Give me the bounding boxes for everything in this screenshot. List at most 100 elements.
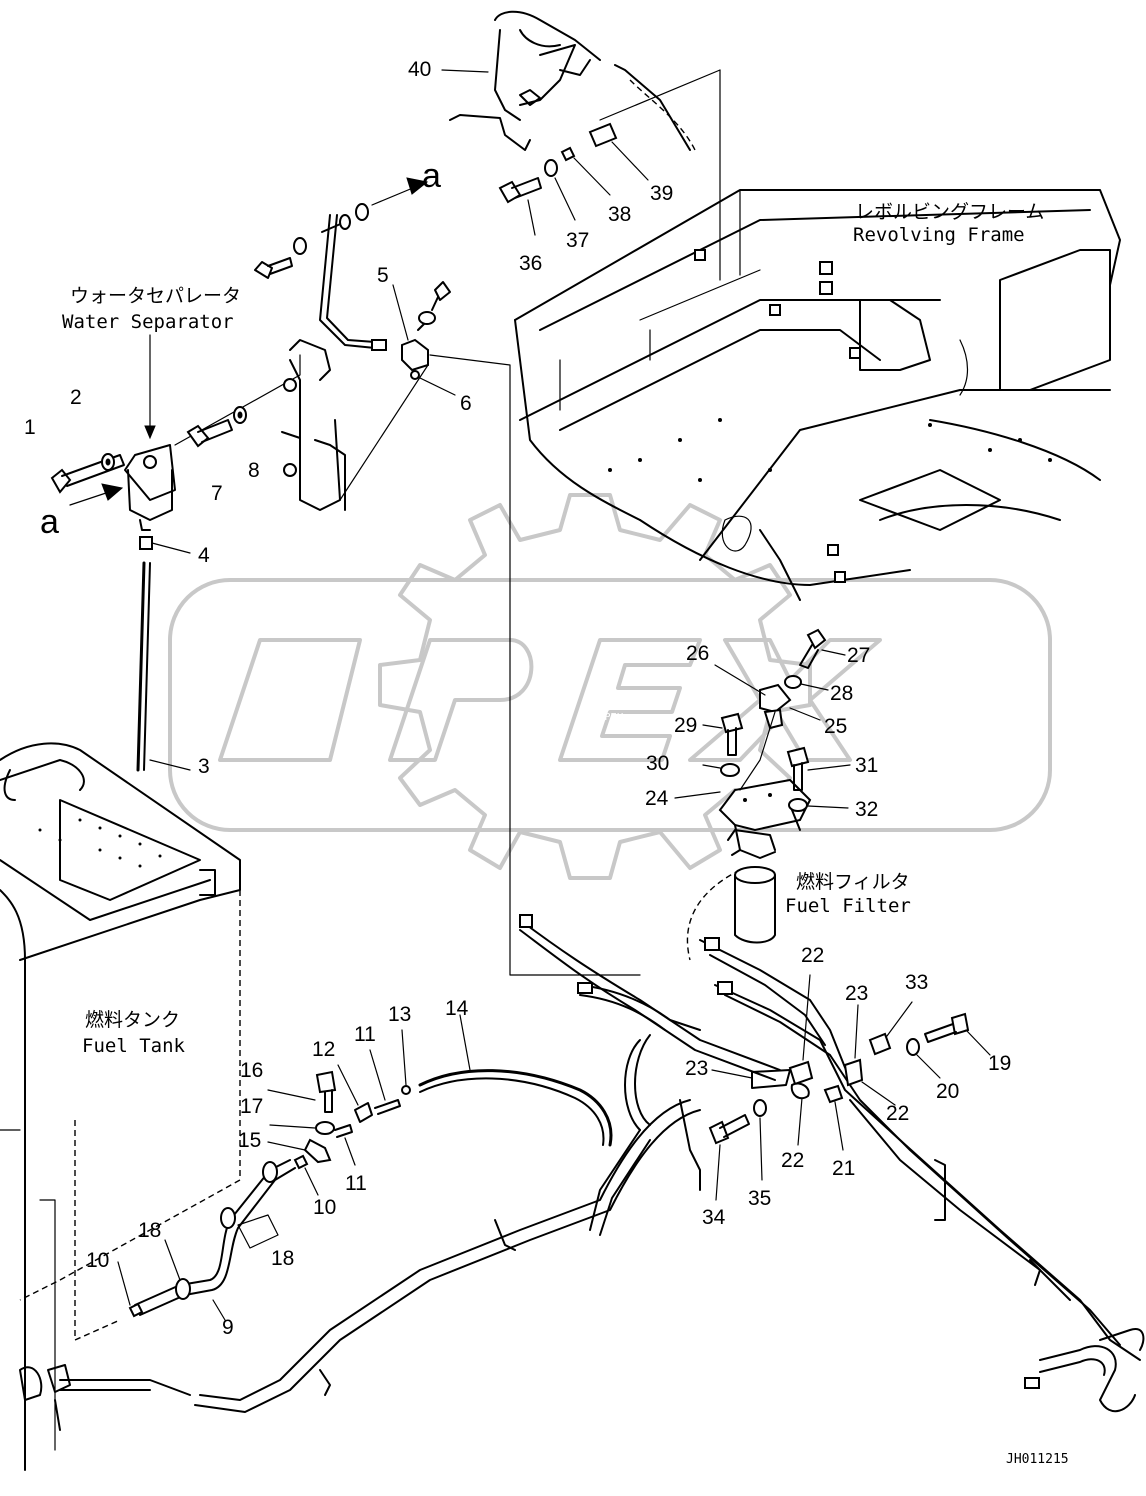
bolt-7: [186, 419, 233, 448]
spacer-33: [868, 1001, 913, 1056]
hose-14: [418, 1014, 613, 1147]
revolving-frame-label-en: Revolving Frame: [853, 224, 1025, 246]
callout-31: 31: [855, 754, 878, 777]
leader-connector: [429, 354, 641, 976]
washer-30: [702, 763, 740, 777]
washer-35: [753, 1099, 767, 1181]
watermark-text: OPEX: [596, 712, 623, 723]
callout-32: 32: [855, 798, 878, 821]
callout-18b: 18: [271, 1247, 294, 1270]
washer-20: [906, 1038, 941, 1079]
bolt-36: [498, 177, 542, 236]
fuel-filter-label-jp: 燃料フィルタ: [796, 871, 910, 893]
callout-12: 12: [312, 1038, 335, 1061]
washer-37: [544, 159, 576, 221]
spacer-38: [560, 146, 611, 196]
callout-25: 25: [824, 715, 847, 738]
watermark-logo: OPEX: [168, 493, 1052, 880]
pipe-39: [588, 122, 649, 181]
spacer-21: [823, 1084, 844, 1151]
callout-8: 8: [248, 459, 260, 482]
callout-30: 30: [646, 752, 669, 775]
callout-6: 6: [460, 392, 472, 415]
bolt-19: [924, 1012, 991, 1056]
callout-14: 14: [445, 997, 469, 1020]
water-separator-assembly: ウォータセパレータ Water Separator a: [40, 285, 346, 541]
bolt-34: [708, 1114, 750, 1201]
callout-38: 38: [608, 203, 631, 226]
fuel-filter: 燃料フィルタ Fuel Filter: [686, 829, 911, 961]
callout-23b: 23: [685, 1057, 708, 1080]
callout-23a: 23: [845, 982, 868, 1005]
callout-22a: 22: [801, 944, 824, 967]
nut-10: [117, 1154, 319, 1318]
callout-5: 5: [377, 264, 389, 287]
callout-11b: 11: [345, 1172, 367, 1195]
callout-39: 39: [650, 182, 673, 205]
bolt-29: [702, 712, 744, 756]
callout-7: 7: [211, 482, 223, 505]
fuel-hoses: [54, 914, 1145, 1431]
callout-4: 4: [198, 544, 210, 567]
bracket-25-26: [714, 664, 821, 791]
clamp-22-23: [711, 974, 896, 1146]
callout-1: 1: [24, 416, 36, 439]
callout-36: 36: [519, 252, 542, 275]
callout-19: 19: [988, 1052, 1011, 1075]
washer-8: [233, 406, 247, 424]
marker-a-top: a: [422, 157, 441, 195]
clip-12-11-13-15-16-17: [267, 1029, 411, 1166]
bolt-1: [50, 454, 125, 494]
callout-16: 16: [240, 1059, 263, 1082]
document-id: JH011215: [1006, 1452, 1069, 1467]
hose-3: [136, 561, 191, 772]
tube-upper: a: [254, 157, 441, 351]
fuel-tank-label-jp: 燃料タンク: [85, 1009, 180, 1031]
water-separator-label-jp: ウォータセパレータ: [70, 285, 241, 307]
callout-33: 33: [905, 971, 928, 994]
washer-32: [788, 798, 849, 812]
fuel-tank: 燃料タンク Fuel Tank: [0, 742, 241, 1471]
bracket-24: [674, 778, 812, 851]
revolving-frame: レボルビングフレーム Revolving Frame: [514, 189, 1121, 601]
washer-2: [101, 453, 115, 471]
callout-34: 34: [702, 1206, 726, 1229]
callout-10a: 10: [313, 1196, 336, 1219]
callout-26: 26: [686, 642, 709, 665]
pipe-9: [134, 1159, 296, 1321]
leader-bracket: [339, 364, 429, 501]
callout-29: 29: [674, 714, 697, 737]
callout-40: 40: [408, 58, 431, 81]
callout-22c: 22: [781, 1149, 804, 1172]
washer-28: [784, 675, 829, 691]
callout-21: 21: [832, 1157, 855, 1180]
revolving-frame-label-jp: レボルビングフレーム: [855, 201, 1044, 223]
callout-10b: 10: [86, 1249, 109, 1272]
callout-37: 37: [566, 229, 589, 252]
callout-18a: 18: [138, 1219, 161, 1242]
callout-27: 27: [847, 644, 870, 667]
harness-40: [441, 10, 721, 281]
callout-9: 9: [222, 1316, 234, 1339]
callout-3: 3: [198, 755, 210, 778]
callout-24: 24: [645, 787, 669, 810]
callouts: 1 2 3 4 5 6 7 8 9 10 10 11 11 12 13 14 1…: [24, 58, 1011, 1339]
callout-20: 20: [936, 1080, 959, 1103]
callout-28: 28: [830, 682, 853, 705]
fuel-tank-label-en: Fuel Tank: [82, 1035, 186, 1057]
fuel-filter-label-en: Fuel Filter: [785, 895, 911, 917]
bolt-31: [786, 746, 851, 791]
bolt-27: [799, 628, 846, 669]
callout-15: 15: [238, 1129, 261, 1152]
callout-13: 13: [388, 1003, 411, 1026]
marker-a-left: a: [40, 503, 59, 541]
callout-11a: 11: [354, 1023, 376, 1046]
water-separator-label-en: Water Separator: [62, 311, 234, 333]
callout-17: 17: [240, 1095, 263, 1118]
callout-22b: 22: [886, 1102, 909, 1125]
callout-2: 2: [70, 386, 82, 409]
callout-35: 35: [748, 1187, 771, 1210]
cap-6: [410, 370, 456, 396]
